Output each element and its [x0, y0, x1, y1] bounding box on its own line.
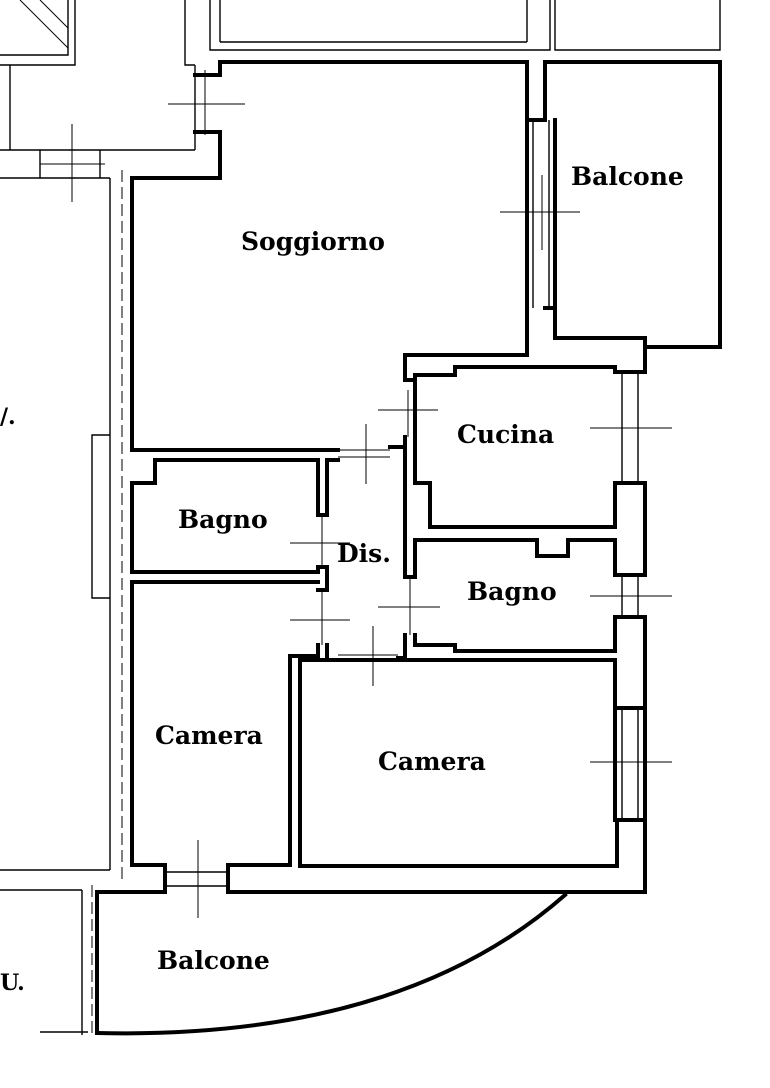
room-label-balcone-top: Balcone [571, 162, 684, 191]
openings [165, 70, 672, 918]
edge-fragment-left-bottom: U. [0, 970, 25, 996]
room-label-camera-left: Camera [155, 721, 263, 750]
neighbour-structures-top [0, 0, 721, 202]
room-label-soggiorno: Soggiorno [241, 227, 385, 256]
outer-boundary-lines [0, 170, 123, 1035]
edge-fragment-left-mid: /. [0, 404, 16, 430]
room-label-camera-right: Camera [378, 747, 486, 776]
room-label-dis: Dis. [337, 539, 391, 568]
room-label-bagno-left: Bagno [178, 505, 268, 534]
room-label-bagno-right: Bagno [467, 577, 557, 606]
walls [94, 60, 722, 1036]
room-label-cucina: Cucina [457, 420, 555, 449]
room-label-balcone-bottom: Balcone [157, 946, 270, 975]
